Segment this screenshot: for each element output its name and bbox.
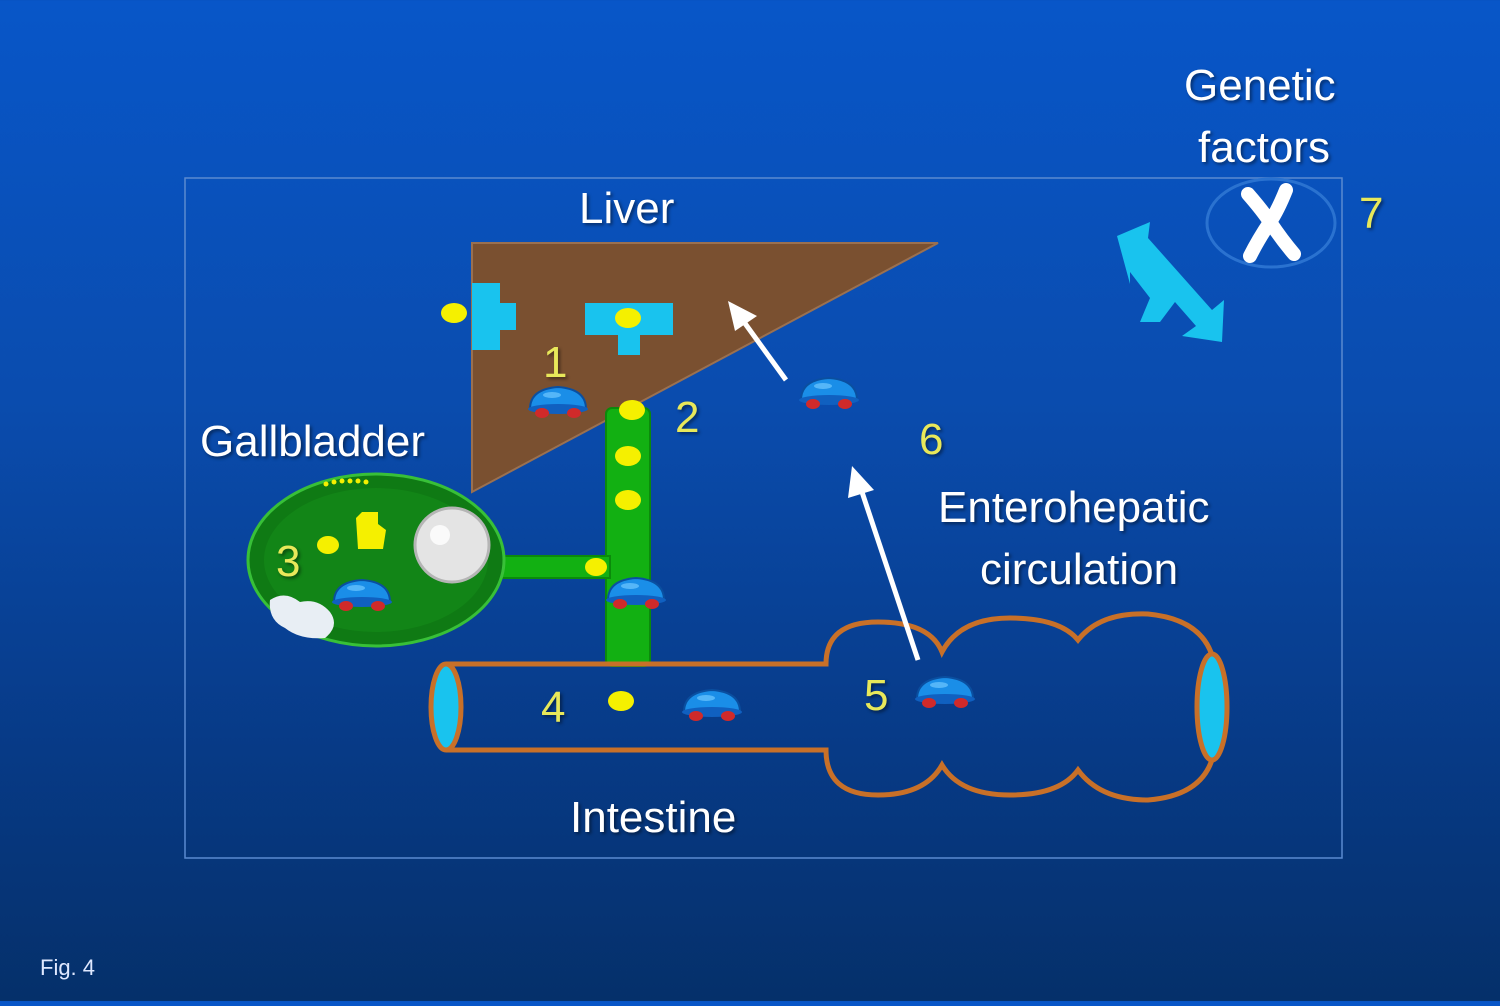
intestine-opening-right bbox=[1197, 654, 1227, 760]
particle bbox=[317, 536, 339, 554]
step-number-2: 2 bbox=[675, 396, 699, 440]
particle bbox=[615, 490, 641, 510]
particle bbox=[615, 308, 641, 328]
regulation-arrow-icon bbox=[1117, 222, 1224, 342]
micelle-icon bbox=[799, 378, 859, 409]
intestine-label: Intestine bbox=[570, 796, 736, 840]
step-number-3: 3 bbox=[276, 540, 300, 584]
enterohepatic-label-line1: Enterohepatic bbox=[938, 486, 1210, 530]
gallstone-icon bbox=[415, 508, 489, 582]
enterohepatic-label-line2: circulation bbox=[980, 548, 1178, 592]
step-number-6: 6 bbox=[919, 418, 943, 462]
micelle-icon bbox=[682, 690, 742, 721]
figure-label: Fig. 4 bbox=[40, 955, 95, 981]
particle bbox=[585, 558, 607, 576]
step-number-1: 1 bbox=[543, 341, 567, 385]
particle bbox=[608, 691, 634, 711]
step-number-7: 7 bbox=[1359, 192, 1383, 236]
step-number-4: 4 bbox=[541, 686, 565, 730]
liver-shape bbox=[472, 243, 938, 492]
chromosome-icon bbox=[1248, 190, 1294, 256]
genetic-label-line1: Genetic bbox=[1184, 64, 1336, 108]
intestine-opening-left bbox=[431, 664, 461, 750]
particle bbox=[615, 446, 641, 466]
gallbladder-label: Gallbladder bbox=[200, 420, 425, 464]
particle bbox=[441, 303, 467, 323]
arrow-icon bbox=[862, 492, 918, 660]
genetic-label-line2: factors bbox=[1198, 126, 1330, 170]
arrow-icon-head bbox=[848, 466, 874, 498]
particle bbox=[619, 400, 645, 420]
step-number-5: 5 bbox=[864, 674, 888, 718]
liver-label: Liver bbox=[579, 187, 674, 231]
micelle-icon bbox=[915, 677, 975, 708]
